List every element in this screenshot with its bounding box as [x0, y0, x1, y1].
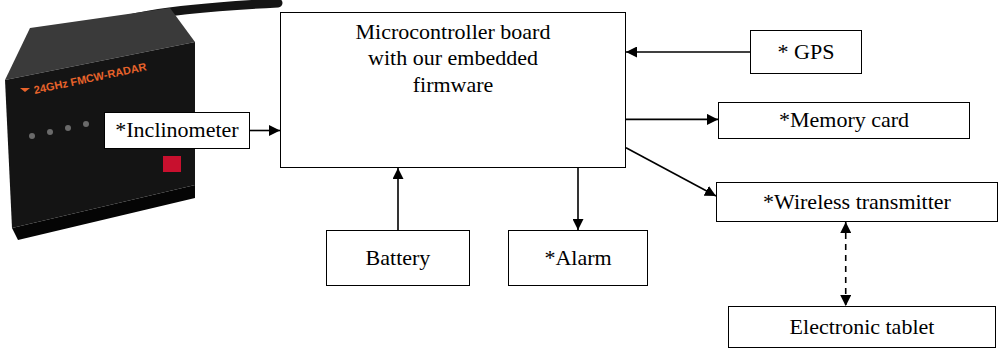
box-text-group: Microcontroller board with our embedded … [353, 19, 553, 98]
arrow-connector [250, 130, 280, 132]
block-box: Battery [326, 230, 470, 286]
arrow-connector [845, 222, 847, 306]
arrow-connector [626, 119, 718, 121]
block-box: Microcontroller board with our embedded … [280, 12, 626, 168]
device-logo [163, 156, 181, 172]
box-label: *Memory card [779, 107, 909, 133]
box-text-group: *Wireless transmitter [763, 189, 951, 215]
box-text-group: *Alarm [544, 245, 611, 271]
device-led [47, 129, 53, 135]
box-label: Battery [366, 245, 431, 271]
block-box: *Inclinometer [104, 112, 250, 149]
block-box: Electronic tablet [728, 306, 996, 348]
device-led [29, 133, 35, 139]
box-text-group: *Memory card [779, 107, 909, 133]
box-text-group: Battery [366, 245, 431, 271]
box-label: *Inclinometer [115, 117, 238, 143]
box-label: *Alarm [544, 245, 611, 271]
device-led [65, 125, 71, 131]
arrow-connector [626, 148, 716, 196]
device-arrow-mark [20, 88, 30, 92]
block-box: *Memory card [718, 102, 970, 139]
block-box: *Alarm [508, 230, 648, 286]
box-label: *Wireless transmitter [763, 189, 951, 215]
device-led [83, 121, 89, 127]
device-base [12, 185, 195, 240]
box-label: Microcontroller board with our embedded … [353, 19, 553, 98]
box-text-group: *Inclinometer [115, 117, 238, 143]
box-label: Electronic tablet [790, 314, 935, 340]
block-box: * GPS [750, 30, 862, 74]
arrow-connector [577, 168, 579, 230]
block-box: *Wireless transmitter [716, 182, 998, 222]
arrow-connector [626, 51, 750, 53]
box-text-group: Electronic tablet [790, 314, 935, 340]
box-label: * GPS [778, 39, 835, 65]
box-text-group: * GPS [778, 39, 835, 65]
arrow-connector [397, 168, 399, 230]
